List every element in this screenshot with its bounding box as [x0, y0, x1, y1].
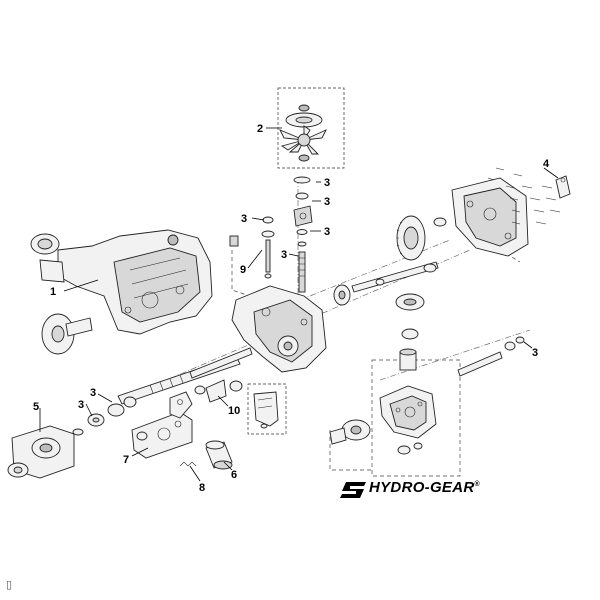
callout-3-h: 3	[78, 399, 84, 411]
callout-3-a: 3	[324, 177, 330, 189]
callout-5: 5	[33, 401, 39, 413]
lower-assembly-boundary	[371, 359, 461, 477]
fan-assembly-box	[277, 87, 345, 169]
callout-3-f: 3	[532, 347, 538, 359]
callout-2: 2	[257, 123, 263, 135]
logo-registered-mark: ®	[474, 481, 480, 488]
piston-gear-part	[329, 419, 371, 445]
shaft-hardware-stack	[293, 176, 313, 293]
callout-3-c: 3	[241, 213, 247, 225]
ring-gear-part	[396, 215, 426, 261]
callout-7: 7	[123, 454, 129, 466]
callout-10: 10	[228, 405, 240, 417]
end-cover-part	[451, 177, 529, 257]
hub-housing-part	[7, 425, 84, 479]
callout-8: 8	[199, 482, 205, 494]
callout-9: 9	[240, 264, 246, 276]
leader-lines	[39, 127, 559, 482]
callout-3-b: 3	[324, 196, 330, 208]
axle-flange-part	[41, 313, 93, 355]
callout-3-d: 3	[324, 226, 330, 238]
pump-block-part	[379, 385, 437, 455]
callout-labels: 1 2 3 3 3 3 3 3 3 3 4 5 6 7 8 9 10	[33, 123, 550, 494]
axle-shaft-part	[117, 347, 253, 405]
callout-4: 4	[543, 158, 550, 170]
hydro-gear-logo-mark	[340, 482, 366, 498]
coupler-part	[399, 348, 417, 371]
spring-part	[179, 461, 197, 467]
bearing-race-part	[395, 293, 425, 340]
callout-1: 1	[50, 286, 56, 298]
bracket-detail-box	[247, 383, 287, 435]
link-bracket-part	[555, 175, 571, 199]
cover-bolts-part	[487, 167, 561, 225]
lower-axis-dash	[379, 329, 531, 381]
logo-wordmark: HYDRO-GEAR	[369, 479, 475, 496]
bolt-stud-part	[229, 216, 275, 279]
bushing-part	[205, 440, 233, 470]
mid-axis-dash	[299, 239, 451, 301]
center-housing-part	[231, 285, 327, 373]
seal-washer-part	[87, 396, 137, 427]
hydro-gear-logo: HYDRO-GEAR®	[369, 479, 480, 496]
corner-glyph: ▯	[6, 578, 13, 591]
callout-3-e: 3	[281, 249, 287, 261]
brake-arm-part	[169, 379, 243, 419]
callout-3-g: 3	[90, 387, 96, 399]
bracket-part	[253, 391, 279, 429]
pinion-gear-part	[333, 284, 351, 306]
callout-6: 6	[231, 469, 237, 481]
gear-shaft-part	[351, 217, 447, 293]
transaxle-housing-part	[30, 229, 213, 335]
input-shaft-part	[457, 336, 525, 377]
cooling-fan-part	[279, 104, 327, 162]
